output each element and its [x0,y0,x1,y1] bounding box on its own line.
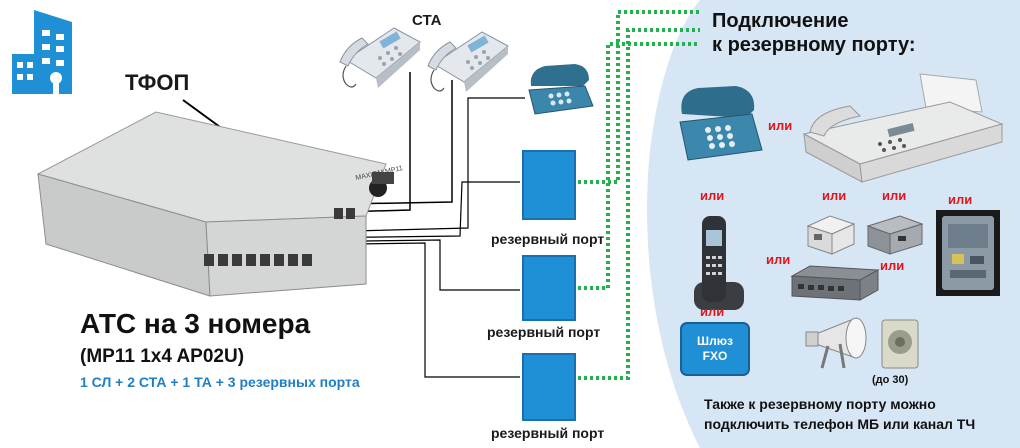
fax-machine [802,73,1004,183]
dect-phone [694,216,744,310]
pstn-label: ТФОП [125,70,190,95]
circuit-board [936,210,1000,296]
fxo-gateway-label-line2: FXO [702,349,728,363]
or-label-4: или [882,188,907,203]
analog-phone [528,64,594,115]
reserve-port-3-label: резервный порт [491,425,605,441]
or-label-5: или [948,192,973,207]
pbx-summary: 1 СЛ + 2 СТА + 1 ТА + 3 резервных порта [80,374,360,390]
sta-label: СТА [412,12,442,29]
reserve-port-3-box [522,353,576,421]
fxo-gateway-label-line1: Шлюз [697,334,733,348]
pbx-device: MAXIOM MP11 [36,111,404,297]
reserve-port-1-label: резервный порт [491,231,605,247]
network-switch [790,265,880,301]
connect-title-line1: Подключение [712,10,849,32]
reserve-port-2-box [522,255,576,321]
or-label-6: или [766,252,791,267]
or-label-7: или [880,258,905,273]
or-label-2: или [700,188,725,203]
desk-phone [679,86,763,161]
wall-speaker [881,319,919,369]
up-to-30-label: (до 30) [872,374,909,386]
interface-module [806,215,856,255]
or-label-8: или [700,304,725,319]
building-icon [12,10,72,94]
system-phone-2 [427,31,509,92]
ip-adapter [866,215,924,255]
reserve-port-1-box [522,150,576,220]
pbx-title: АТС на 3 номера [80,308,311,339]
horn-speaker [805,317,867,369]
footer-line1: Также к резервному порту можно [704,396,936,412]
fxo-gateway: Шлюз FXO [680,322,750,376]
or-label-3: или [822,188,847,203]
or-label-1: или [768,118,793,133]
reserve-port-2-label: резервный порт [487,324,601,340]
pbx-model: (MP11 1x4 AP02U) [80,346,245,367]
system-phone-1 [339,27,421,88]
connect-title-line2: к резервному порту: [712,34,916,56]
footer-line2: подключить телефон МБ или канал ТЧ [704,416,976,432]
